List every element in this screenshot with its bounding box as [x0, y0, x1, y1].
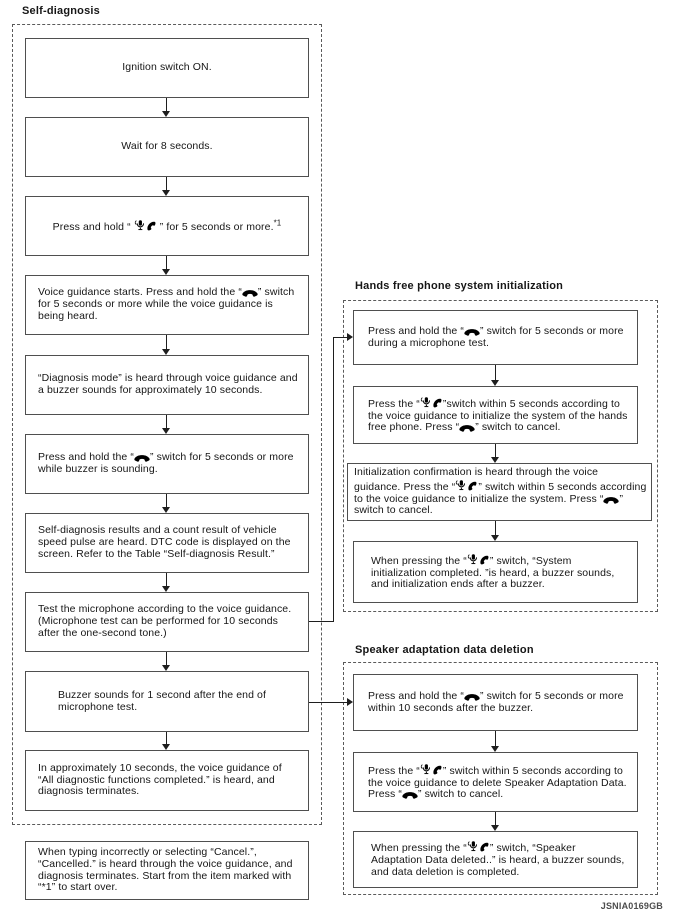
phone-end-icon [242, 287, 258, 297]
flow-arrow-down [162, 573, 171, 592]
connector-arrowhead [347, 698, 353, 706]
figure-id: JSNIA0169GB [600, 901, 663, 911]
step-text: Ignition switch ON. [122, 61, 212, 74]
step-text: Press and hold the “ ” switch for 5 seco… [368, 689, 624, 714]
step-text: Initialization confirmation is heard thr… [354, 465, 647, 517]
step-text: Test the microphone according to the voi… [38, 603, 292, 639]
voice-command-icon [134, 219, 157, 232]
flow-arrow-down [162, 494, 171, 513]
self-diagnosis-dashed-frame [12, 24, 322, 825]
flow-arrow-down [162, 732, 171, 750]
step-text: Wait for 8 seconds. [121, 140, 213, 153]
flow-arrow-down [491, 812, 500, 831]
step-buzzer-1-second: Buzzer sounds for 1 second after the end… [25, 671, 309, 732]
voice-command-icon [467, 553, 490, 566]
phone-end-icon [402, 789, 418, 800]
speaker-adaptation-dashed-frame [343, 662, 658, 895]
voice-command-icon [467, 840, 490, 853]
connector-to-speaker-adaptation [309, 702, 347, 703]
cancel-note-box: When typing incorrectly or selecting “Ca… [25, 841, 309, 900]
step-text: Voice guidance starts. Press and hold th… [38, 286, 295, 322]
step-press-hold-during-mic-test: Press and hold the “ ” switch for 5 seco… [353, 310, 638, 365]
step-text: When pressing the “ ” switch, “System in… [371, 553, 615, 591]
step-text: Press and hold the “ ” switch for 5 seco… [38, 451, 294, 475]
step-ignition-switch-on: Ignition switch ON. [25, 38, 309, 98]
step-press-hold-voice-command: Press and hold “ ” for 5 seconds or more… [25, 196, 309, 256]
connector-arrowhead [347, 333, 353, 341]
step-press-hold-after-buzzer: Press and hold the “ ” switch for 5 seco… [353, 674, 638, 731]
phone-end-icon [464, 326, 480, 336]
step-voice-guidance-starts: Voice guidance starts. Press and hold th… [25, 275, 309, 335]
hands-free-init-dashed-frame [343, 300, 658, 612]
step-text: Self-diagnosis results and a count resul… [38, 524, 291, 560]
phone-end-icon [459, 422, 475, 433]
flow-arrow-down [491, 521, 500, 541]
step-diagnosis-terminates: In approximately 10 seconds, the voice g… [25, 750, 309, 811]
flow-arrow-down [162, 98, 171, 117]
step-text: When pressing the “ ” switch, “Speaker A… [371, 840, 625, 878]
step-microphone-test: Test the microphone according to the voi… [25, 592, 309, 652]
step-initialization-confirmation: Initialization confirmation is heard thr… [347, 463, 652, 521]
step-text: Buzzer sounds for 1 second after the end… [58, 688, 267, 713]
section-title-self-diagnosis: Self-diagnosis [22, 5, 100, 17]
voice-command-icon [420, 396, 443, 409]
note-text: When typing incorrectly or selecting “Ca… [38, 845, 293, 894]
phone-end-icon [134, 452, 150, 462]
step-self-diagnosis-results: Self-diagnosis results and a count resul… [25, 513, 309, 573]
section-title-speaker-adaptation: Speaker adaptation data deletion [355, 644, 534, 656]
phone-end-icon [464, 691, 480, 701]
step-initialization-completed: When pressing the “ ” switch, “System in… [353, 541, 638, 603]
flow-arrow-down [491, 365, 500, 386]
flow-arrow-down [162, 415, 171, 434]
connector-to-hands-free-init [333, 337, 334, 622]
step-text: Press the “ ” switch within 5 seconds ac… [368, 763, 627, 801]
flow-arrow-down [162, 652, 171, 671]
step-text: Press the “ ”switch within 5 seconds acc… [368, 396, 628, 434]
flow-arrow-down [162, 256, 171, 275]
flow-arrow-down [491, 444, 500, 463]
connector-to-hands-free-init [333, 337, 347, 338]
flow-arrow-down [491, 731, 500, 752]
step-press-to-initialize: Press the “ ”switch within 5 seconds acc… [353, 386, 638, 444]
step-text: Press and hold “ ” for 5 seconds or more… [52, 218, 282, 233]
section-title-hands-free-init: Hands free phone system initialization [355, 280, 564, 292]
step-text: Press and hold the “ ” switch for 5 seco… [368, 324, 624, 349]
step-data-deleted: When pressing the “ ” switch, “Speaker A… [353, 831, 638, 888]
voice-command-icon [420, 763, 443, 776]
step-text: “Diagnosis mode” is heard through voice … [38, 372, 298, 396]
phone-end-icon [603, 494, 620, 504]
connector-to-hands-free-init [309, 621, 334, 622]
flow-arrow-down [162, 177, 171, 196]
step-text: In approximately 10 seconds, the voice g… [38, 761, 282, 798]
flow-arrow-down [162, 335, 171, 355]
step-press-to-delete: Press the “ ” switch within 5 seconds ac… [353, 752, 638, 812]
voice-command-icon [455, 479, 478, 492]
step-press-hold-while-buzzer: Press and hold the “ ” switch for 5 seco… [25, 434, 309, 494]
step-diagnosis-mode-heard: “Diagnosis mode” is heard through voice … [25, 355, 309, 415]
step-wait-8-seconds: Wait for 8 seconds. [25, 117, 309, 177]
